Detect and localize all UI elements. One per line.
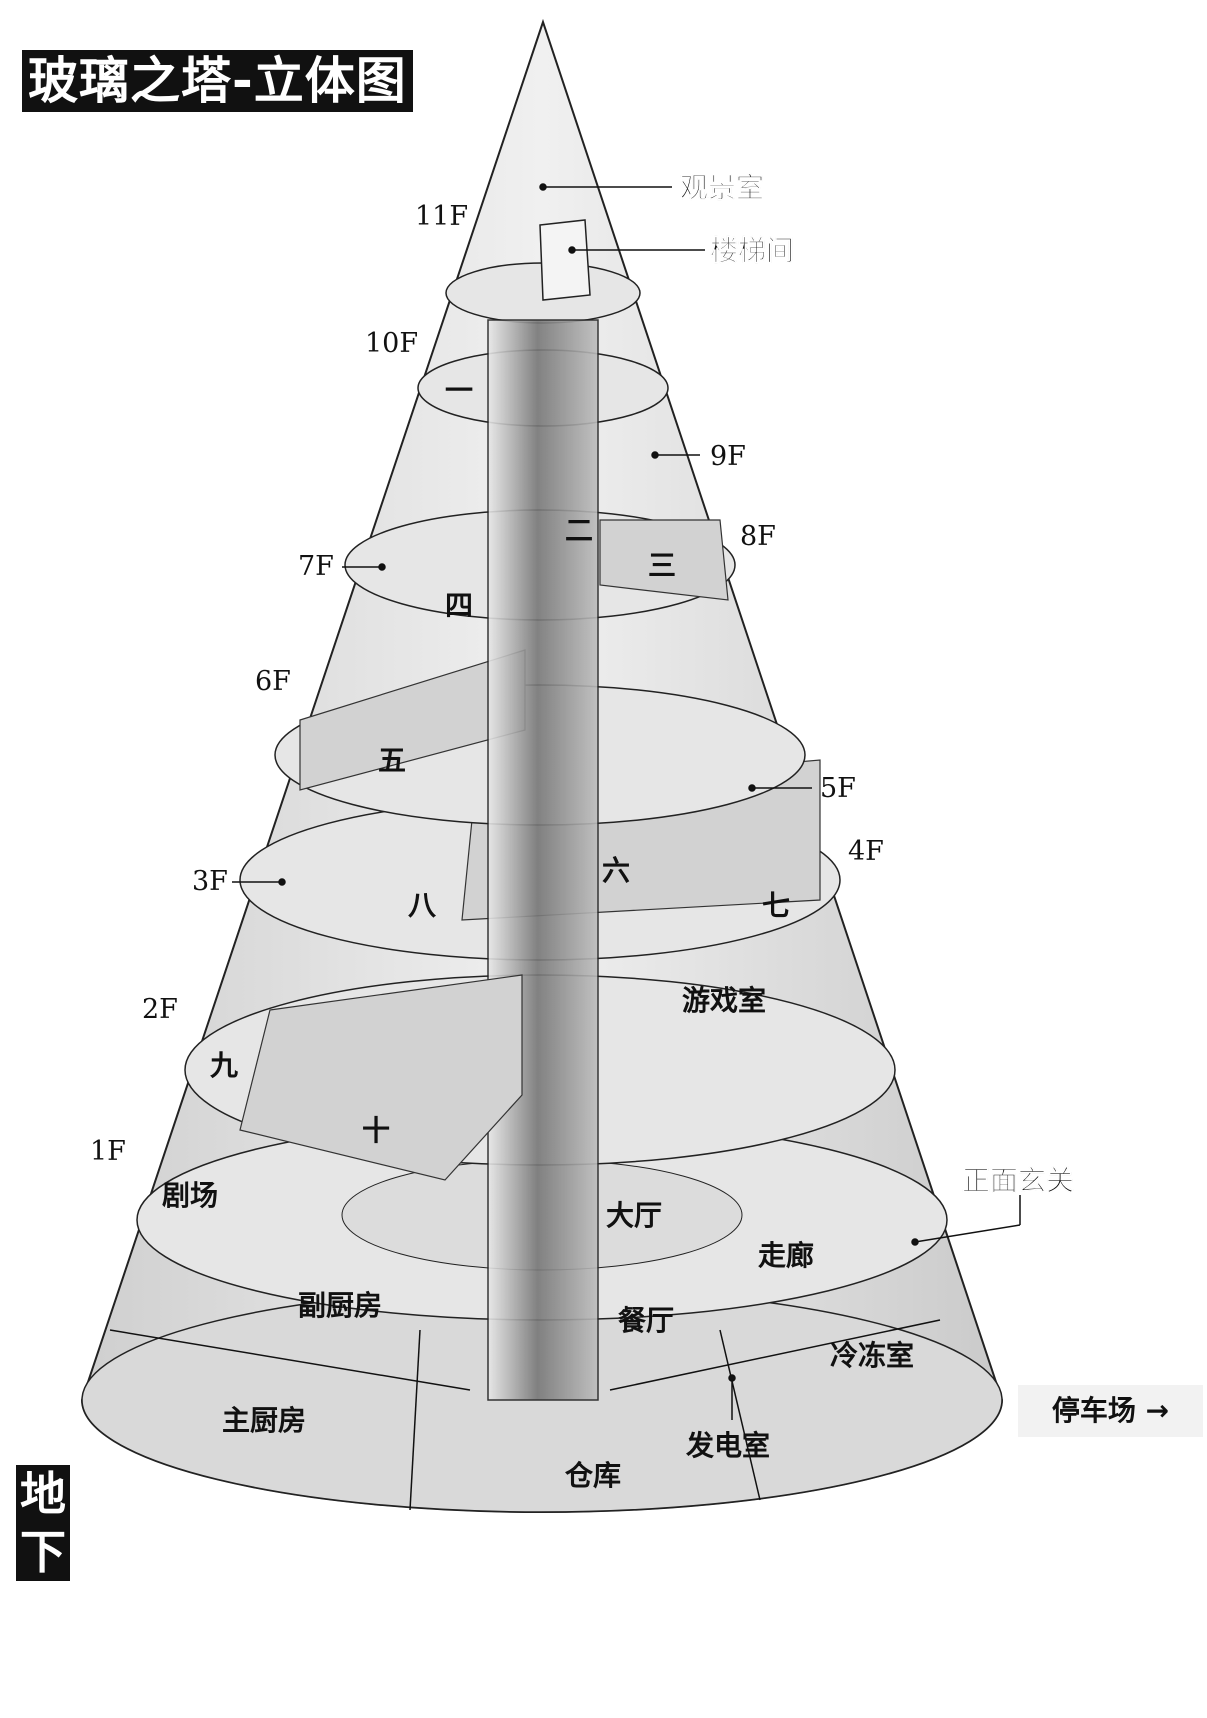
room-6: 六	[602, 854, 630, 887]
floor-label-11f: 11F	[415, 201, 468, 232]
floor-label-2f: 2F	[142, 994, 178, 1025]
room-storage: 仓库	[565, 1459, 621, 1492]
room-corridor: 走廊	[758, 1239, 814, 1272]
floor-label-1f: 1F	[90, 1136, 126, 1167]
room-2: 二	[565, 514, 593, 547]
wing-3	[599, 519, 729, 601]
floor-label-7f: 7F	[298, 551, 334, 582]
stairwell-box	[539, 219, 591, 301]
floor-label-6f: 6F	[255, 666, 291, 697]
parking-label: 停车场 →	[1018, 1385, 1203, 1437]
room-theater: 剧场	[162, 1179, 218, 1212]
room-10: 十	[362, 1114, 390, 1147]
room-7: 七	[762, 889, 790, 922]
room-generator: 发电室	[685, 1429, 770, 1462]
floor-label-3f: 3F	[192, 866, 228, 897]
label-observation-room: 观景室	[680, 171, 764, 204]
room-1: 一	[445, 374, 473, 407]
room-8: 八	[408, 889, 437, 922]
room-main-kitchen: 主厨房	[222, 1404, 306, 1437]
floor-label-9f: 9F	[710, 441, 746, 472]
diagram-title: 玻璃之塔-立体图	[22, 50, 413, 112]
leader-lines	[232, 183, 1021, 1420]
room-sub-kitchen: 副厨房	[298, 1289, 382, 1322]
floor-label-5f: 5F	[820, 773, 856, 804]
room-hall: 大厅	[606, 1199, 662, 1232]
central-column	[487, 319, 599, 1401]
room-dining: 餐厅	[618, 1304, 674, 1337]
basement-walls	[109, 1319, 941, 1511]
floor-label-10f: 10F	[365, 328, 418, 359]
label-stairwell: 楼梯间	[710, 234, 794, 267]
room-freezer: 冷冻室	[830, 1339, 914, 1372]
room-4: 四	[445, 589, 473, 622]
room-9: 九	[210, 1049, 238, 1082]
underground-label: 地下	[16, 1465, 70, 1581]
floor-label-8f: 8F	[740, 521, 776, 552]
label-front-entrance: 正面玄关	[962, 1164, 1074, 1197]
room-3: 三	[648, 549, 676, 582]
room-5: 五	[378, 744, 406, 777]
room-game-room: 游戏室	[682, 984, 766, 1017]
wing-10	[239, 974, 523, 1181]
floor-label-4f: 4F	[848, 836, 884, 867]
